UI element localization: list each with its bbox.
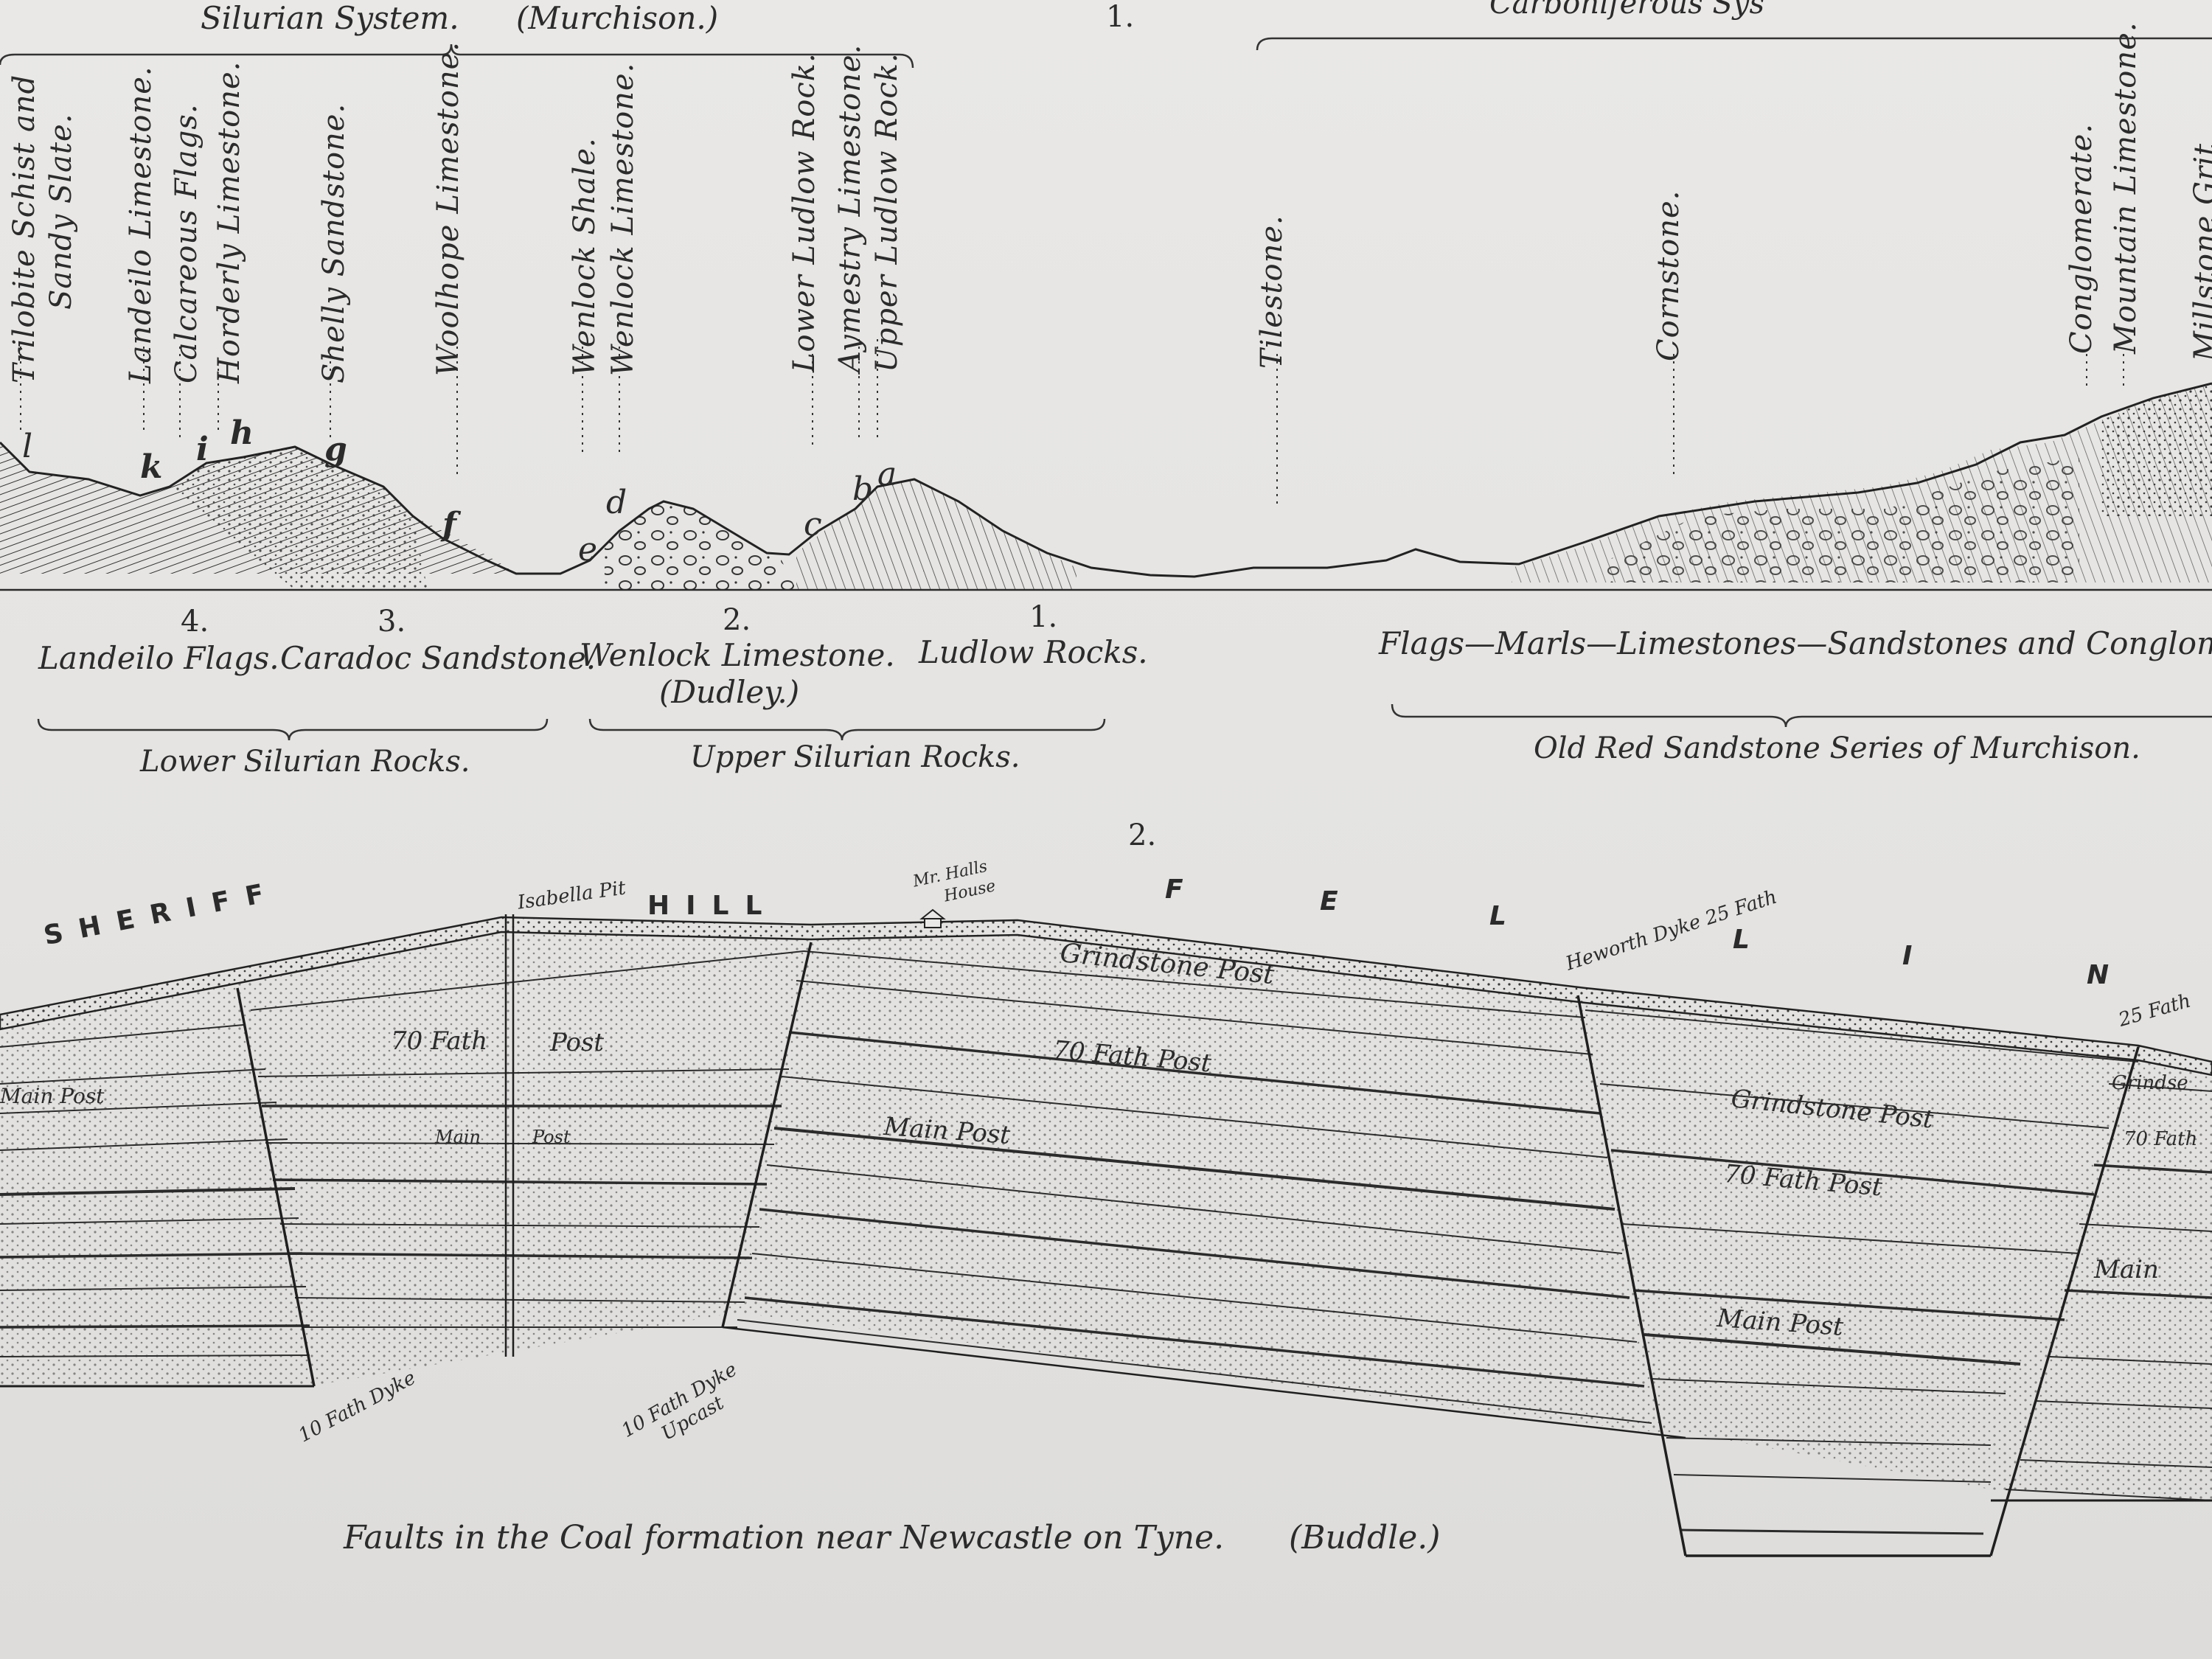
surface-letter-l2: L [1733, 925, 1766, 955]
section2-number: 2. [1128, 818, 1157, 852]
point-letter-f: f [442, 506, 456, 543]
group-number-4: 4. [181, 605, 209, 639]
strata-block [0, 917, 2212, 1500]
label-millstone-grit: Millstone Grit [2188, 142, 2212, 361]
surface-cover [0, 916, 2212, 1077]
post-70-fath-left: 70 Fath [391, 1026, 488, 1056]
bracket-upper-silurian [588, 718, 1106, 741]
post-70-fath-far-right: 70 Fath [2124, 1128, 2198, 1150]
point-letter-b: b [852, 470, 874, 508]
point-letter-h: h [230, 414, 254, 452]
profile-conglomerate [1607, 457, 2079, 582]
label-conglomerate: Conglomerate. [2065, 123, 2098, 354]
surface-letter-l: L [1489, 901, 1523, 931]
post-grindse-far-right: Grindse [2112, 1072, 2188, 1094]
point-letter-a: a [877, 456, 897, 493]
silurian-system-title: Silurian System. [201, 0, 459, 36]
label-wenlock-limestone: Wenlock Limestone. [606, 62, 640, 376]
surface-letter-i: I [1902, 941, 1929, 971]
post-main-left: Main [435, 1127, 481, 1147]
strata-lines-center [737, 950, 1652, 1424]
point-letter-e: e [578, 531, 598, 568]
bracket-old-red [1391, 703, 2212, 728]
label-wenlock-shale: Wenlock Shale. [568, 137, 602, 376]
label-trilobite-schist: Trilobite Schist and [7, 74, 41, 383]
surface-letter-f: F [1165, 874, 1200, 905]
surface-letter-e: E [1320, 886, 1354, 917]
old-red-composition-caption: Flags—Marls—Limestones—Sandstones and Co… [1379, 625, 2212, 661]
center-bottom [722, 1326, 1686, 1439]
point-letter-c: c [804, 506, 822, 543]
carboniferous-title: Carboniferous Sys [1489, 0, 1765, 21]
bracket-carboniferous [1256, 37, 2212, 51]
bracket-lower-silurian [37, 718, 549, 741]
leader-lines [20, 339, 2124, 509]
isabella-pit-shaft [504, 914, 515, 1357]
point-letter-g: g [324, 431, 347, 468]
post-70-fath-left-post: Post [550, 1028, 605, 1057]
surface-word-hill: HILL [647, 891, 779, 921]
label-sandy-slate: Sandy Slate. [44, 113, 78, 310]
group-number-3: 3. [378, 605, 406, 639]
group-name-wenlock-limestone: Wenlock Limestone. [580, 637, 895, 673]
label-upper-ludlow-rock: Upper Ludlow Rock. [870, 52, 904, 372]
label-tilestone: Tilestone. [1255, 215, 1289, 369]
bracket-label-lower-silurian: Lower Silurian Rocks. [140, 745, 470, 779]
section1-number: 1. [1106, 0, 1135, 34]
bracket-label-old-red: Old Red Sandstone Series of Murchison. [1534, 731, 2140, 765]
post-main-far-right: Main [2094, 1255, 2159, 1284]
fault-lines [236, 942, 2140, 1557]
post-main-far-left: Main Post [0, 1084, 105, 1108]
label-shelly-sandstone: Shelly Sandstone. [317, 102, 351, 383]
profile-surface-line [0, 382, 2212, 578]
label-mountain-limestone: Mountain Limestone. [2109, 21, 2143, 354]
point-letter-d: d [606, 484, 627, 521]
label-cornstone: Cornstone. [1652, 189, 1686, 361]
house-icon [919, 908, 946, 928]
strata-lines-mid-left [250, 950, 804, 1328]
label-lower-ludlow-rock: Lower Ludlow Rock. [787, 52, 821, 372]
point-letter-k: k [140, 448, 163, 486]
strata-lines-far-right [2005, 1083, 2212, 1501]
group-name-ludlow-rocks: Ludlow Rocks. [919, 634, 1148, 670]
label-horderly-limestone: Horderly Limestone. [212, 60, 246, 383]
label-aymestry-limestone: Aymestry Limestone. [833, 44, 867, 372]
profile-wenlock [605, 501, 796, 590]
point-letter-i: i [196, 431, 209, 468]
murchison-attribution: (Murchison.) [516, 0, 719, 36]
bracket-silurian-system [0, 44, 914, 69]
label-landeilo-limestone: Landeilo Limestone. [124, 66, 158, 383]
label-woolhope-limestone: Woolhope Limestone. [431, 41, 465, 376]
label-calcareous-flags: Calcareous Flags. [170, 103, 204, 383]
group-name-landeilo-flags: Landeilo Flags. [38, 640, 279, 676]
post-main-left-post: Post [532, 1127, 571, 1147]
figure-caption: Faults in the Coal formation near Newcas… [344, 1519, 1225, 1557]
group-sub-dudley: (Dudley.) [659, 674, 800, 710]
group-name-caradoc-sandstone: Caradoc Sandstone. [280, 640, 597, 676]
profile-mountain-limestone [2101, 383, 2212, 516]
profile-ludlow [796, 479, 1077, 590]
bracket-label-upper-silurian: Upper Silurian Rocks. [690, 740, 1020, 774]
group-number-1: 1. [1029, 600, 1058, 634]
profile-dotted-mid [170, 447, 428, 590]
group-number-2: 2. [723, 603, 751, 637]
figure-caption-author: (Buddle.) [1289, 1519, 1441, 1557]
surface-letter-n: N [2087, 960, 2126, 990]
point-letter-l: l [22, 428, 33, 465]
strata-lines-right-graben [1585, 1009, 2139, 1535]
